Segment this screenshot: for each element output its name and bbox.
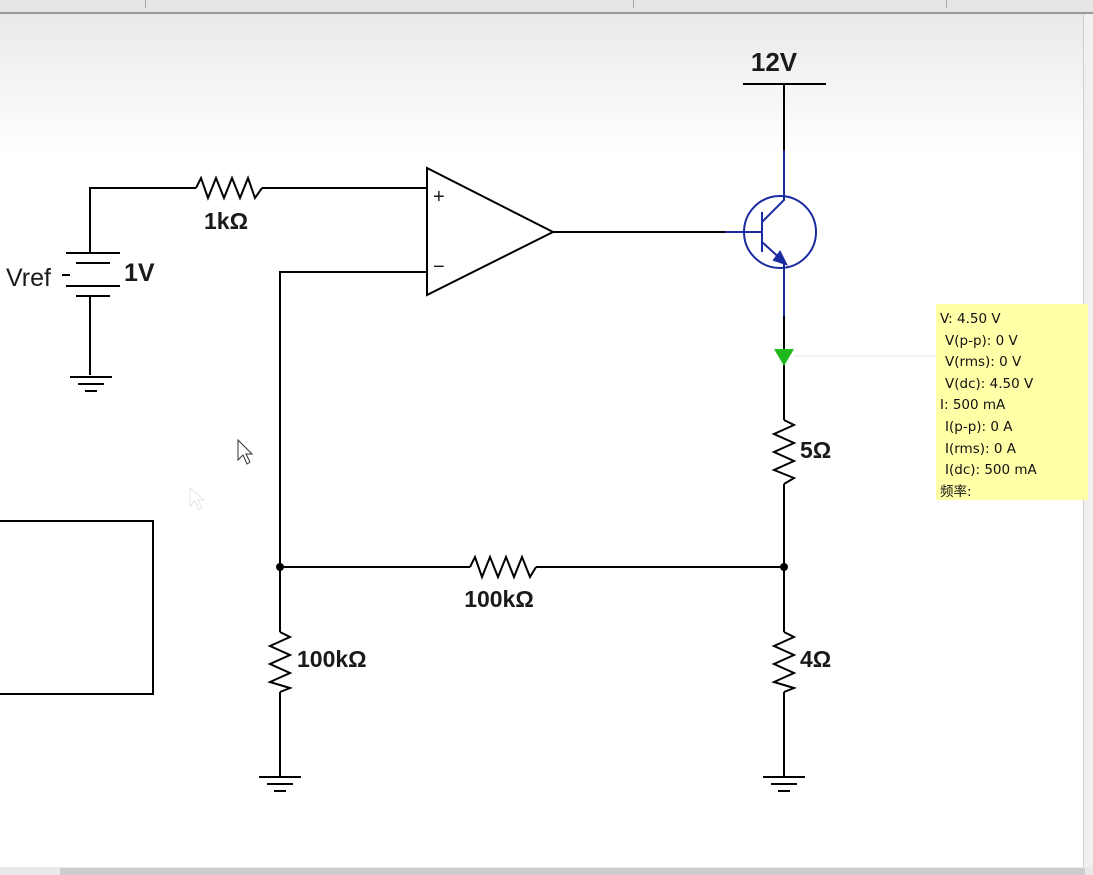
resistor-5ohm-label: 5Ω xyxy=(800,437,831,463)
opamp[interactable]: + − xyxy=(426,166,556,297)
mouse-cursor-icon xyxy=(237,438,254,465)
top-toolbar-strip xyxy=(0,0,1093,14)
probe-voltage-dc: V(dc): 4.50 V xyxy=(945,375,1034,392)
toolbar-separator xyxy=(946,0,947,8)
resistor-100k-ground[interactable] xyxy=(267,631,294,693)
ghost-cursor-icon xyxy=(189,486,206,511)
probe-current-pp: I(p-p): 0 A xyxy=(945,418,1013,435)
vref-value-label: 1V xyxy=(124,259,155,287)
probe-current: I: 500 mA xyxy=(940,397,1006,414)
ground-symbol xyxy=(70,376,112,392)
offscreen-component-box[interactable] xyxy=(0,520,154,695)
probe-frequency: 频率: xyxy=(940,483,972,500)
resistor-100k-ground-label: 100kΩ xyxy=(297,646,367,672)
probe-current-rms: I(rms): 0 A xyxy=(945,440,1016,457)
toolbar-separator xyxy=(633,0,634,8)
resistor-1k-label: 1kΩ xyxy=(204,208,248,234)
probe-voltage-pp: V(p-p): 0 V xyxy=(945,332,1018,349)
resistor-100k-feedback[interactable] xyxy=(469,554,537,580)
opamp-minus-label: − xyxy=(433,256,445,278)
npn-transistor[interactable] xyxy=(725,150,817,316)
resistor-1k[interactable] xyxy=(195,175,263,201)
wires xyxy=(89,83,826,776)
resistor-5ohm[interactable] xyxy=(771,419,797,485)
resistor-4ohm[interactable] xyxy=(771,631,798,693)
junction-node xyxy=(780,563,788,571)
probe-tooltip: V: 4.50 V V(p-p): 0 V V(rms): 0 V V(dc):… xyxy=(936,304,1088,500)
horizontal-scrollbar-thumb[interactable] xyxy=(60,868,1085,875)
supply-label: 12V xyxy=(751,47,798,77)
ground-symbol xyxy=(259,776,301,792)
ground-symbol xyxy=(763,776,805,792)
resistor-4ohm-label: 4Ω xyxy=(800,646,831,672)
vref-label: Vref xyxy=(6,264,51,292)
probe-current-dc: I(dc): 500 mA xyxy=(945,462,1037,479)
junction-node xyxy=(276,563,284,571)
resistor-100k-feedback-label: 100kΩ xyxy=(464,586,534,612)
opamp-plus-label: + xyxy=(433,186,445,208)
toolbar-separator xyxy=(145,0,146,8)
probe-marker[interactable] xyxy=(774,349,794,366)
schematic-canvas[interactable] xyxy=(0,14,1083,867)
probe-voltage: V: 4.50 V xyxy=(940,311,1001,327)
battery-vref[interactable] xyxy=(62,252,120,297)
probe-voltage-rms: V(rms): 0 V xyxy=(945,354,1022,371)
horizontal-scrollbar[interactable] xyxy=(0,867,1093,875)
